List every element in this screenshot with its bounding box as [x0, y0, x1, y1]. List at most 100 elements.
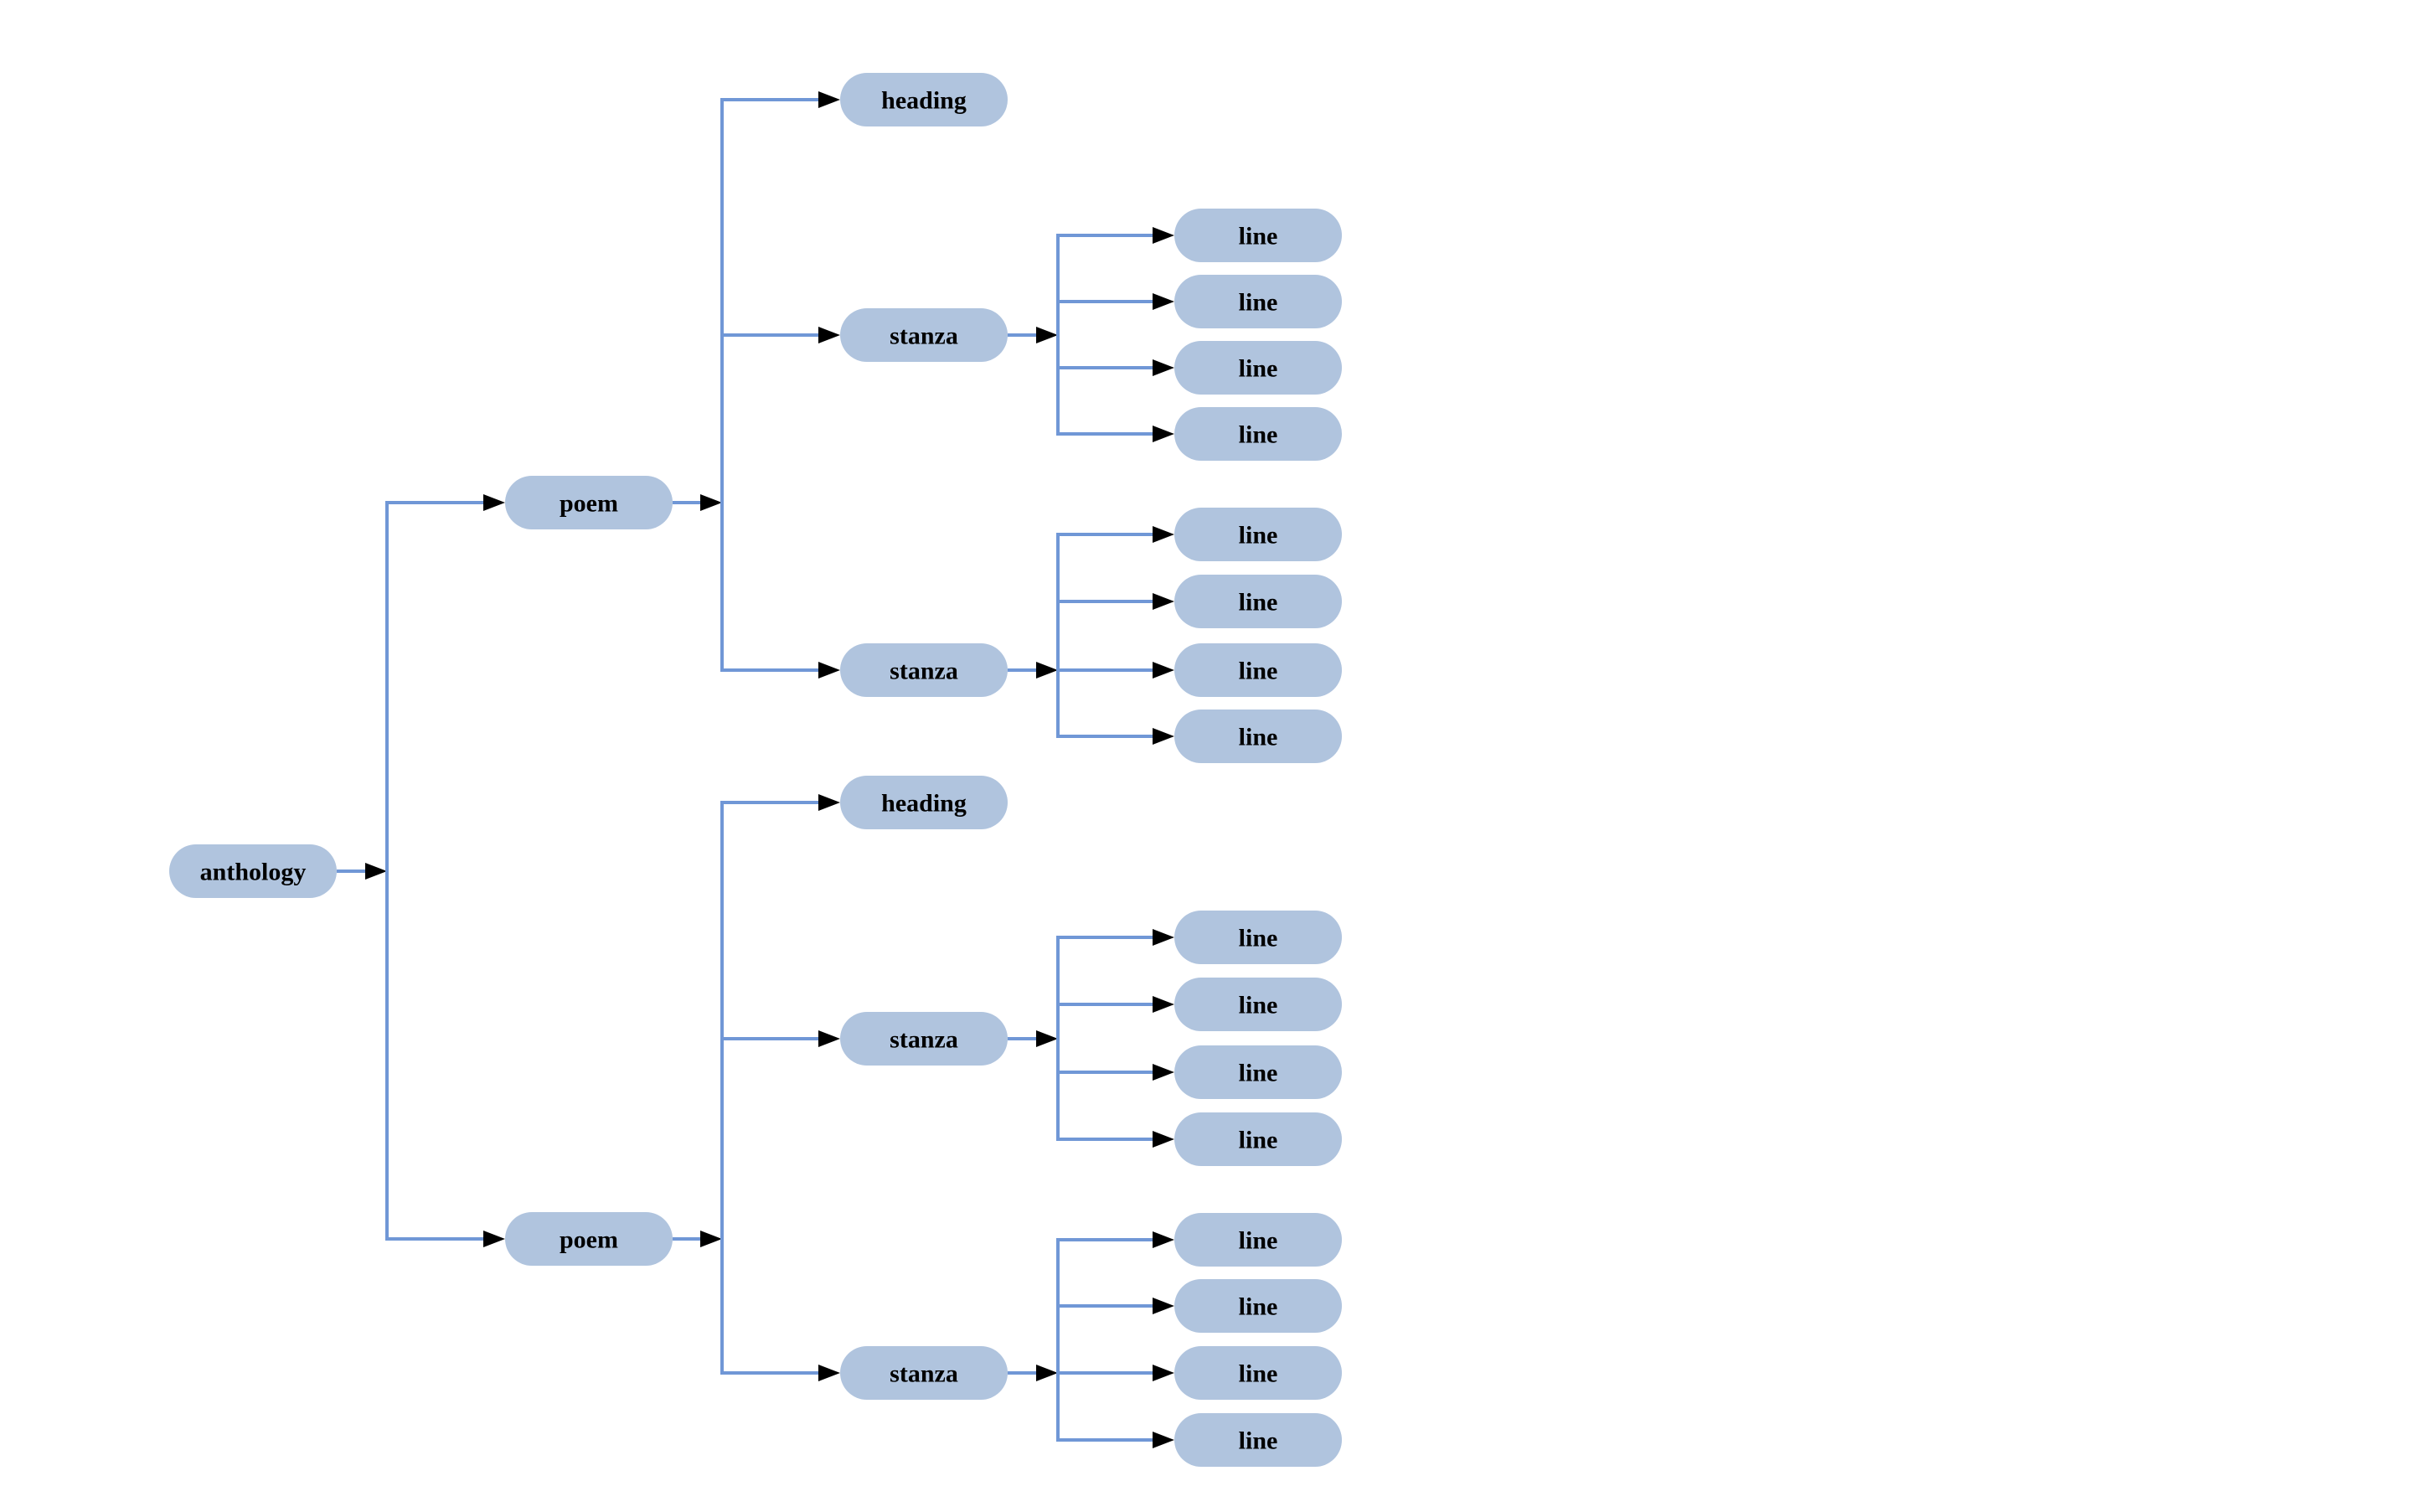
tree-node-line-2d: line: [1174, 710, 1342, 763]
arrowhead-icon: [818, 1030, 840, 1047]
tree-node-line-2b: line: [1174, 575, 1342, 628]
node-pill: [505, 476, 673, 529]
arrowhead-icon: [1153, 1231, 1174, 1248]
node-pill: [840, 776, 1008, 829]
arrowhead-icon: [1153, 929, 1174, 946]
node-pill: [1174, 1112, 1342, 1166]
arrowhead-icon: [700, 1231, 722, 1247]
tree-node-line-4c: line: [1174, 1346, 1342, 1400]
edge-group-stanza-4: [1008, 1231, 1174, 1448]
edges-layer: [337, 91, 1174, 1448]
node-label: stanza: [890, 658, 958, 685]
tree-node-poem-1: poem: [505, 476, 673, 529]
tree-node-line-1a: line: [1174, 209, 1342, 262]
node-label: stanza: [890, 1026, 958, 1054]
tree-node-line-4a: line: [1174, 1213, 1342, 1267]
arrowhead-icon: [483, 494, 505, 511]
tree-node-stanza-4: stanza: [840, 1346, 1008, 1400]
arrowhead-icon: [1036, 1030, 1058, 1047]
node-label: line: [1239, 925, 1278, 952]
arrowhead-icon: [818, 1365, 840, 1381]
node-pill: [1174, 341, 1342, 395]
node-pill: [1174, 643, 1342, 697]
node-label: heading: [881, 790, 967, 818]
node-pill: [1174, 407, 1342, 461]
node-pill: [1174, 1045, 1342, 1099]
node-label: line: [1239, 355, 1278, 383]
arrowhead-icon: [1153, 359, 1174, 376]
node-pill: [1174, 911, 1342, 964]
arrowhead-icon: [1153, 1298, 1174, 1314]
tree-node-line-1c: line: [1174, 341, 1342, 395]
arrowhead-icon: [818, 327, 840, 343]
tree-node-stanza-1: stanza: [840, 308, 1008, 362]
node-label: stanza: [890, 1360, 958, 1388]
node-pill: [169, 844, 337, 898]
arrowhead-icon: [1153, 1064, 1174, 1081]
node-label: line: [1239, 1060, 1278, 1087]
node-pill: [1174, 209, 1342, 262]
arrowhead-icon: [1153, 526, 1174, 543]
arrowhead-icon: [700, 494, 722, 511]
node-pill: [1174, 1413, 1342, 1467]
node-label: line: [1239, 1227, 1278, 1255]
node-pill: [1174, 508, 1342, 561]
edge-group-stanza-1: [1008, 227, 1174, 442]
edge-group-stanza-2: [1008, 526, 1174, 745]
arrowhead-icon: [365, 863, 387, 880]
arrowhead-icon: [1153, 426, 1174, 442]
tree-node-line-3d: line: [1174, 1112, 1342, 1166]
edge-group-stanza-3: [1008, 929, 1174, 1148]
node-pill: [840, 308, 1008, 362]
node-pill: [505, 1212, 673, 1266]
node-label: line: [1239, 589, 1278, 617]
arrowhead-icon: [1153, 593, 1174, 610]
tree-node-line-3a: line: [1174, 911, 1342, 964]
tree-node-line-3b: line: [1174, 978, 1342, 1031]
arrowhead-icon: [1153, 293, 1174, 310]
node-pill: [840, 643, 1008, 697]
tree-node-line-2a: line: [1174, 508, 1342, 561]
node-pill: [1174, 710, 1342, 763]
node-label: line: [1239, 421, 1278, 449]
tree-node-line-2c: line: [1174, 643, 1342, 697]
node-label: poem: [560, 1226, 618, 1254]
node-label: anthology: [200, 859, 307, 886]
edge-group-poem-1: [673, 91, 840, 679]
node-label: line: [1239, 658, 1278, 685]
node-pill: [840, 1346, 1008, 1400]
tree-node-line-1d: line: [1174, 407, 1342, 461]
arrowhead-icon: [1153, 1365, 1174, 1381]
edge-group-poem-2: [673, 794, 840, 1381]
arrowhead-icon: [1153, 996, 1174, 1013]
node-pill: [1174, 275, 1342, 328]
node-label: poem: [560, 490, 618, 518]
tree-node-anthology: anthology: [169, 844, 337, 898]
node-label: line: [1239, 992, 1278, 1019]
node-label: line: [1239, 522, 1278, 550]
arrowhead-icon: [1153, 1432, 1174, 1448]
node-pill: [1174, 1346, 1342, 1400]
arrowhead-icon: [1036, 327, 1058, 343]
tree-node-line-4b: line: [1174, 1279, 1342, 1333]
tree-node-stanza-2: stanza: [840, 643, 1008, 697]
tree-node-line-4d: line: [1174, 1413, 1342, 1467]
node-label: stanza: [890, 323, 958, 350]
arrowhead-icon: [1153, 227, 1174, 244]
arrowhead-icon: [818, 794, 840, 811]
tree-node-heading-1: heading: [840, 73, 1008, 126]
arrowhead-icon: [1036, 1365, 1058, 1381]
arrowhead-icon: [1153, 1131, 1174, 1148]
arrowhead-icon: [1036, 662, 1058, 679]
arrowhead-icon: [1153, 662, 1174, 679]
node-label: line: [1239, 1427, 1278, 1455]
node-pill: [1174, 978, 1342, 1031]
node-label: line: [1239, 1360, 1278, 1388]
edge-group-anthology: [337, 494, 505, 1247]
arrowhead-icon: [1153, 728, 1174, 745]
node-label: line: [1239, 1127, 1278, 1154]
node-label: line: [1239, 223, 1278, 250]
arrowhead-icon: [483, 1231, 505, 1247]
